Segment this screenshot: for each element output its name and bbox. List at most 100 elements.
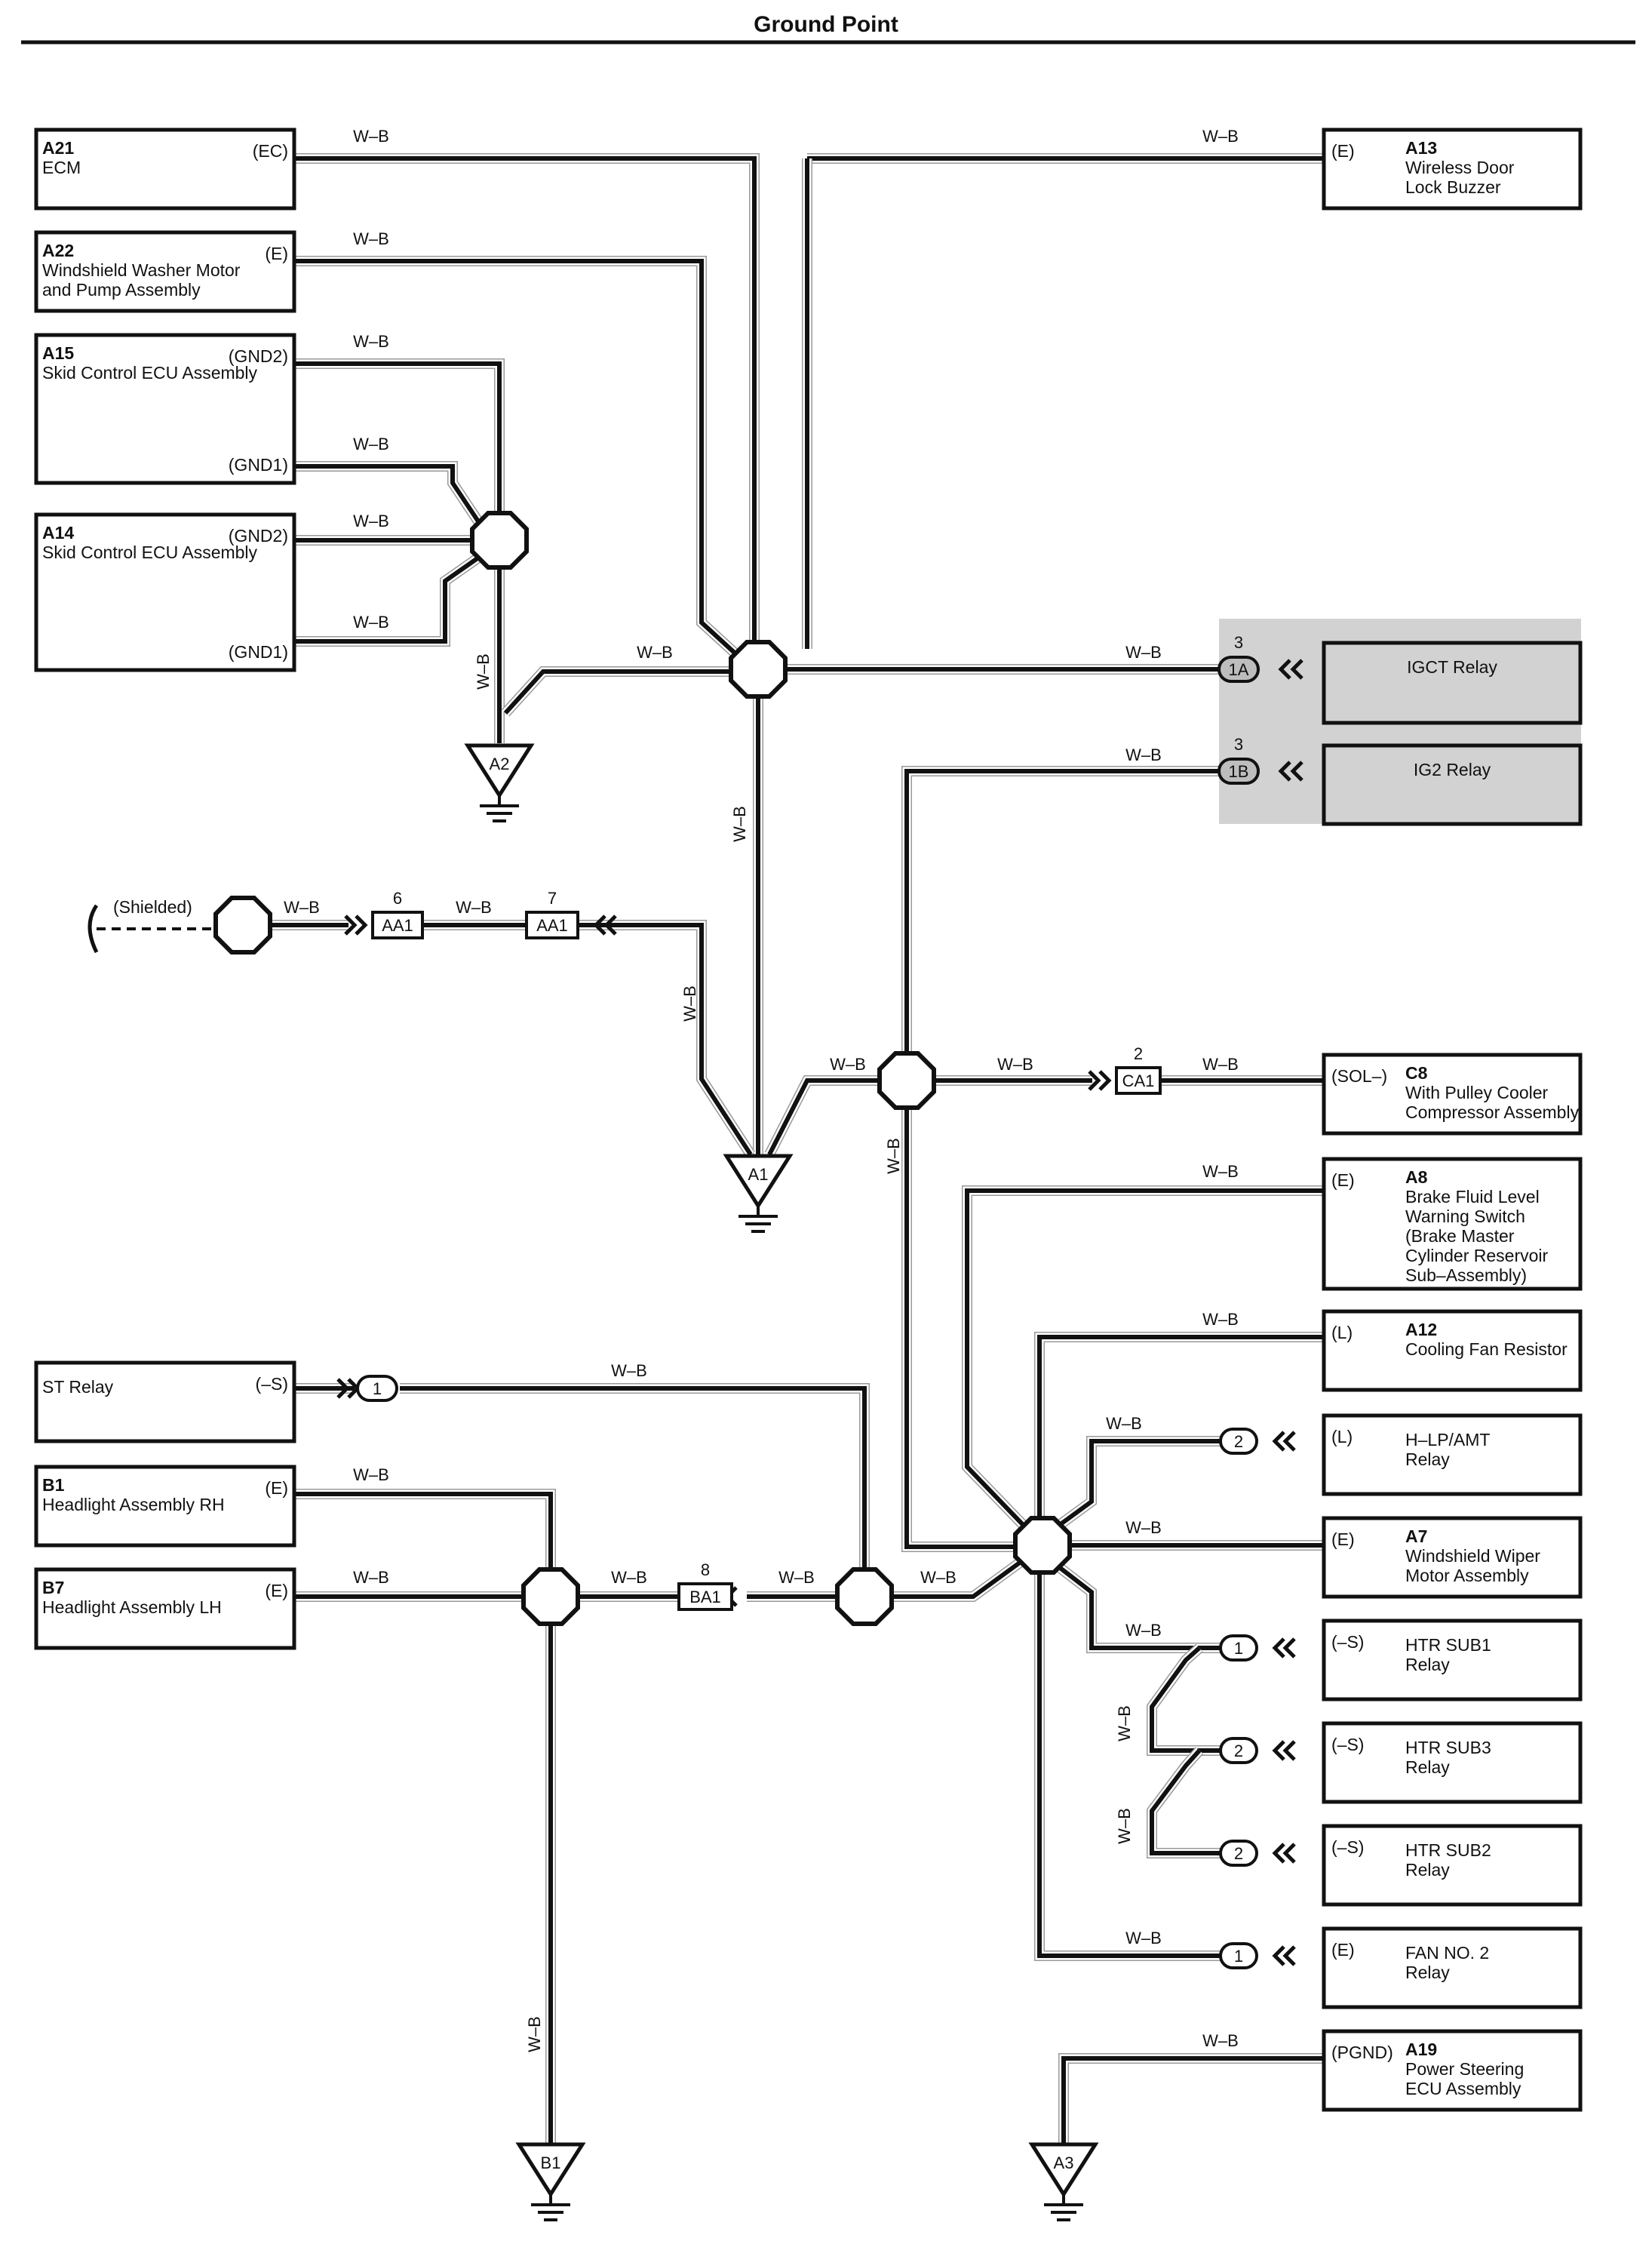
ground-label: B1 <box>541 2153 561 2172</box>
connector-arrow <box>1282 1740 1296 1761</box>
page-title: Ground Point <box>754 12 898 37</box>
component-name: Wireless Door <box>1405 158 1515 177</box>
pin-label: (GND2) <box>229 346 288 366</box>
connector-arrow <box>1282 1843 1296 1864</box>
wire-gap <box>400 1384 869 1579</box>
wire-color-label: W–B <box>1125 1929 1162 1947</box>
pin-label: (PGND) <box>1331 2043 1393 2062</box>
component-box-b1 <box>34 1465 296 1548</box>
ground-label: A2 <box>490 755 510 773</box>
component-box-b7 <box>34 1567 296 1650</box>
component-name: ST Relay <box>42 1377 114 1397</box>
wire-color-label: W–B <box>1125 1518 1162 1537</box>
connector-label: AA1 <box>536 916 568 935</box>
connector-label: 1 <box>1234 1639 1243 1658</box>
wire-color-label: W–B <box>353 435 389 453</box>
wire <box>1150 1748 1227 1855</box>
component-box-st <box>34 1360 296 1443</box>
component-code: A22 <box>42 241 74 260</box>
connector-arrow <box>1272 1740 1285 1761</box>
wire-outline <box>901 766 1227 1064</box>
wire-gap <box>963 1186 1324 1535</box>
wire-color-label: W–B <box>611 1361 647 1380</box>
junction-st <box>835 1567 894 1626</box>
component-code: B7 <box>42 1578 64 1597</box>
wire <box>1150 1646 1227 1753</box>
component-name: Skid Control ECU Assembly <box>42 363 258 383</box>
pin-label: (EC) <box>253 141 288 161</box>
wire-outline <box>400 1383 870 1579</box>
wire-gap <box>1059 2054 1324 2143</box>
component-box-a8 <box>1322 1157 1583 1291</box>
pin-label: (GND2) <box>229 526 288 546</box>
wire <box>904 1098 1020 1549</box>
wire-color-label: W–B <box>637 643 673 662</box>
connector-hlp2 <box>1219 1428 1258 1455</box>
component-box-c8 <box>1322 1053 1583 1136</box>
wire-color-label: W–B <box>730 806 749 842</box>
component-box-a15 <box>34 333 296 485</box>
junction-headlights <box>521 1567 580 1626</box>
pin-label: (L) <box>1331 1427 1353 1446</box>
wire-color-label: W–B <box>525 2016 544 2052</box>
wire-color-label: W–B <box>353 127 389 146</box>
wire <box>1051 1439 1227 1532</box>
connector-st1 <box>356 1375 398 1402</box>
pin-label: (E) <box>265 1581 288 1600</box>
connector-pin: 3 <box>1234 633 1243 652</box>
wire <box>294 259 749 666</box>
wire-color-label: W–B <box>353 512 389 530</box>
wire-gap <box>578 921 754 1157</box>
connector-label: BA1 <box>689 1588 721 1606</box>
component-name: (Brake Master <box>1405 1226 1515 1246</box>
wire-color-label: W–B <box>920 1568 957 1587</box>
connector-arrow <box>336 1378 350 1399</box>
connector-arrow <box>1272 1637 1285 1658</box>
pin-label: (SOL–) <box>1331 1066 1387 1086</box>
wire-color-label: W–B <box>353 613 389 632</box>
component-name: Relay <box>1405 1449 1450 1469</box>
component-box-hlp <box>1322 1413 1583 1496</box>
pin-label: (E) <box>265 244 288 263</box>
component-name: Windshield Washer Motor <box>42 260 241 280</box>
connector-arrow <box>1290 761 1303 782</box>
wire <box>1061 2056 1324 2143</box>
ground-triangle-a3 <box>1028 2142 1099 2198</box>
wire-color-label: W–B <box>284 898 320 917</box>
wire-color-label: W–B <box>611 1568 647 1587</box>
component-code: A7 <box>1405 1526 1427 1546</box>
wire-outline <box>294 1489 556 1577</box>
component-code: A13 <box>1405 138 1437 158</box>
component-name: IGCT Relay <box>1407 657 1497 677</box>
wire-gap <box>890 1554 1029 1601</box>
wire-outline <box>962 1185 1324 1536</box>
connector-label: 2 <box>1234 1432 1243 1451</box>
component-name: Warning Switch <box>1405 1207 1525 1226</box>
junction-main <box>729 640 788 699</box>
connector-arrow <box>1272 1945 1285 1966</box>
wire-color-label: W–B <box>1125 643 1162 662</box>
pin-label-2: (GND1) <box>229 455 288 475</box>
wire <box>294 464 485 530</box>
connector-pin: 8 <box>701 1560 710 1579</box>
wire-gap <box>294 1489 555 1577</box>
component-name: Sub–Assembly) <box>1405 1265 1527 1285</box>
pin-label: (E) <box>1331 141 1355 161</box>
pin-label: (L) <box>1331 1323 1353 1342</box>
junction-shielded <box>213 896 272 954</box>
wire-color-label: W–B <box>474 653 493 690</box>
component-box-igct <box>1322 641 1583 725</box>
connector-label: 1 <box>1234 1947 1243 1966</box>
component-name: Cylinder Reservoir <box>1405 1246 1549 1265</box>
component-box-a19 <box>1322 2029 1583 2112</box>
component-name: Skid Control ECU Assembly <box>42 543 258 562</box>
wire-color-label: W–B <box>1125 745 1162 764</box>
wire-outline <box>1147 1643 1227 1756</box>
wire <box>294 1492 553 1577</box>
component-box-a7 <box>1322 1516 1583 1599</box>
wire-color-label: W–B <box>830 1055 866 1074</box>
pin-label: (–S) <box>1331 1735 1364 1754</box>
wire-color-label: W–B <box>778 1568 815 1587</box>
wires <box>269 153 1324 2143</box>
